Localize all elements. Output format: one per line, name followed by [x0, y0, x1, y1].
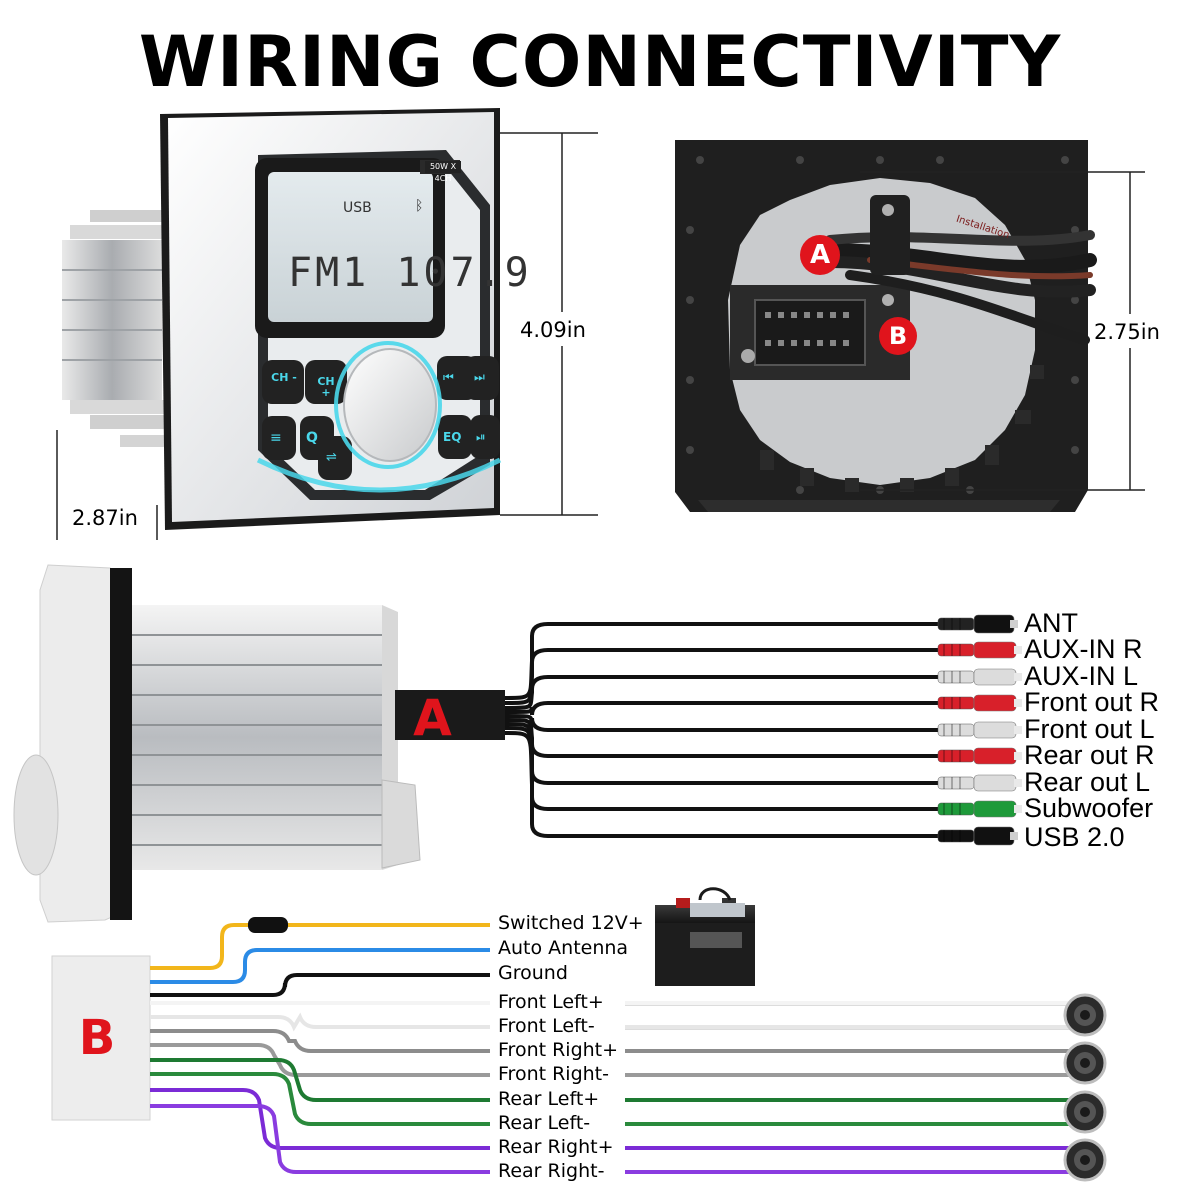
shuffle-icon[interactable]: ⇌ [326, 450, 337, 465]
connector-a-badge-label: A [809, 240, 831, 270]
harness-a-label-7: Subwoofer [1024, 793, 1154, 823]
plug-connector-8 [937, 826, 1018, 846]
heatsink-fins [62, 210, 170, 447]
harness-b-power-wire-2 [150, 973, 490, 997]
harness-a-wires [504, 622, 940, 838]
rca-plug-3 [937, 694, 1022, 712]
harness-b-speaker-wire-1 [150, 1012, 490, 1032]
rear-cable-bundle [823, 230, 1097, 345]
eq-button[interactable]: EQ [443, 430, 462, 444]
dimension-lines-rear [860, 171, 1145, 491]
harness-b-wires [150, 923, 1080, 1174]
connector-b-marker [879, 317, 917, 355]
volume-knob[interactable] [343, 348, 437, 462]
speaker-icon-1 [1063, 1041, 1107, 1085]
harness-a-label-3: Front out R [1024, 687, 1160, 717]
rca-plug-6 [937, 774, 1022, 792]
harness-a-wire-2 [504, 675, 940, 710]
search-button[interactable]: Q [306, 430, 318, 446]
harness-b-power-label-2: Ground [498, 962, 568, 984]
harness-b-power-label-0: Switched 12V+ [498, 912, 644, 934]
harness-a-wire-5 [504, 718, 940, 758]
play-pause-icon[interactable]: ⏯ [476, 430, 486, 444]
harness-b-power-wire-0 [150, 923, 490, 970]
harness-b-speaker-wire-2 [150, 1029, 490, 1053]
page-title: WIRING CONNECTIVITY [138, 21, 1062, 103]
rca-plug-1 [937, 641, 1022, 659]
harness-a-wire-0 [504, 622, 940, 700]
harness-b-power-label-1: Auto Antenna [498, 937, 629, 959]
harness-b-label: B [78, 1010, 116, 1066]
harness-a-label-6: Rear out L [1024, 767, 1151, 797]
harness-a-wire-7 [504, 726, 940, 811]
plug-connector-0 [937, 614, 1018, 634]
harness-a-label-5: Rear out R [1024, 740, 1155, 770]
harness-b-speaker-label-6: Rear Right+ [498, 1136, 614, 1158]
inline-fuse [248, 917, 288, 933]
head-unit-side [13, 564, 505, 923]
ch-up-button[interactable]: CH + [317, 375, 335, 399]
speakers [1063, 993, 1107, 1182]
rca-plug-4 [937, 721, 1022, 739]
dimension-lines-front [56, 132, 598, 540]
speaker-icon-0 [1063, 993, 1107, 1037]
menu-icon[interactable]: ≡ [270, 430, 282, 446]
harness-b-speaker-wire-5 [150, 1072, 490, 1126]
harness-a-label-0: ANT [1024, 608, 1078, 638]
rca-plug-2 [937, 668, 1022, 686]
dimension-depth: 2.87in [70, 506, 140, 530]
harness-b-speaker-label-1: Front Left- [498, 1015, 595, 1037]
harness-a-label-1: AUX-IN R [1024, 634, 1143, 664]
head-unit-rear [675, 140, 1097, 512]
control-buttons [262, 356, 500, 480]
harness-a-connector [395, 690, 505, 740]
harness-a-wire-1 [504, 648, 940, 705]
speaker-icon-3 [1063, 1138, 1107, 1182]
harness-a-label-2: AUX-IN L [1024, 661, 1139, 691]
harness-b-power-wire-1 [150, 948, 490, 984]
harness-a-wire-8 [504, 731, 940, 838]
harness-b-block [51, 955, 151, 1121]
harness-b-speaker-label-7: Rear Right- [498, 1160, 605, 1182]
harness-a-wire-4 [504, 714, 940, 732]
bluetooth-icon: ᛒ [415, 198, 424, 214]
connector-b-badge-label: B [888, 322, 908, 350]
rca-plug-5 [937, 747, 1022, 765]
lcd-frequency-text: FM1 107.9 [288, 250, 532, 296]
next-track-icon[interactable]: ⏭ [474, 370, 485, 384]
ch-down-button[interactable]: CH - [271, 371, 297, 384]
harness-b-speaker-wire-4 [150, 1058, 490, 1102]
harness-b-speaker-wire-7 [150, 1104, 490, 1174]
battery-icon [655, 887, 755, 986]
harness-b-speaker-label-2: Front Right+ [498, 1039, 619, 1061]
harness-a-rca-plugs [937, 614, 1022, 846]
harness-b-speaker-label-5: Rear Left- [498, 1112, 591, 1134]
lcd-source-text: USB [343, 200, 372, 216]
lcd-display [268, 172, 433, 322]
rca-plug-7 [937, 800, 1022, 818]
harness-b-speaker-label-0: Front Left+ [498, 991, 604, 1013]
harness-b-speaker-label-3: Front Right- [498, 1063, 609, 1085]
prev-track-icon[interactable]: ⏮ [443, 370, 454, 384]
harness-a-label-4: Front out L [1024, 714, 1155, 744]
dimension-height-front: 4.09in [520, 318, 586, 342]
connector-a-marker [800, 235, 840, 275]
harness-a-wire-6 [504, 722, 940, 785]
speaker-icon-2 [1063, 1090, 1107, 1134]
harness-b-speaker-label-4: Rear Left+ [498, 1088, 600, 1110]
dimension-height-rear: 2.75in [1092, 320, 1162, 344]
head-unit-front [62, 108, 502, 530]
harness-a-label: A [413, 689, 452, 747]
power-badge: 50W X 4CH [425, 161, 461, 183]
harness-b-speaker-wire-6 [150, 1088, 490, 1150]
harness-a-label-8: USB 2.0 [1024, 822, 1125, 852]
harness-a-wire-3 [504, 701, 940, 716]
